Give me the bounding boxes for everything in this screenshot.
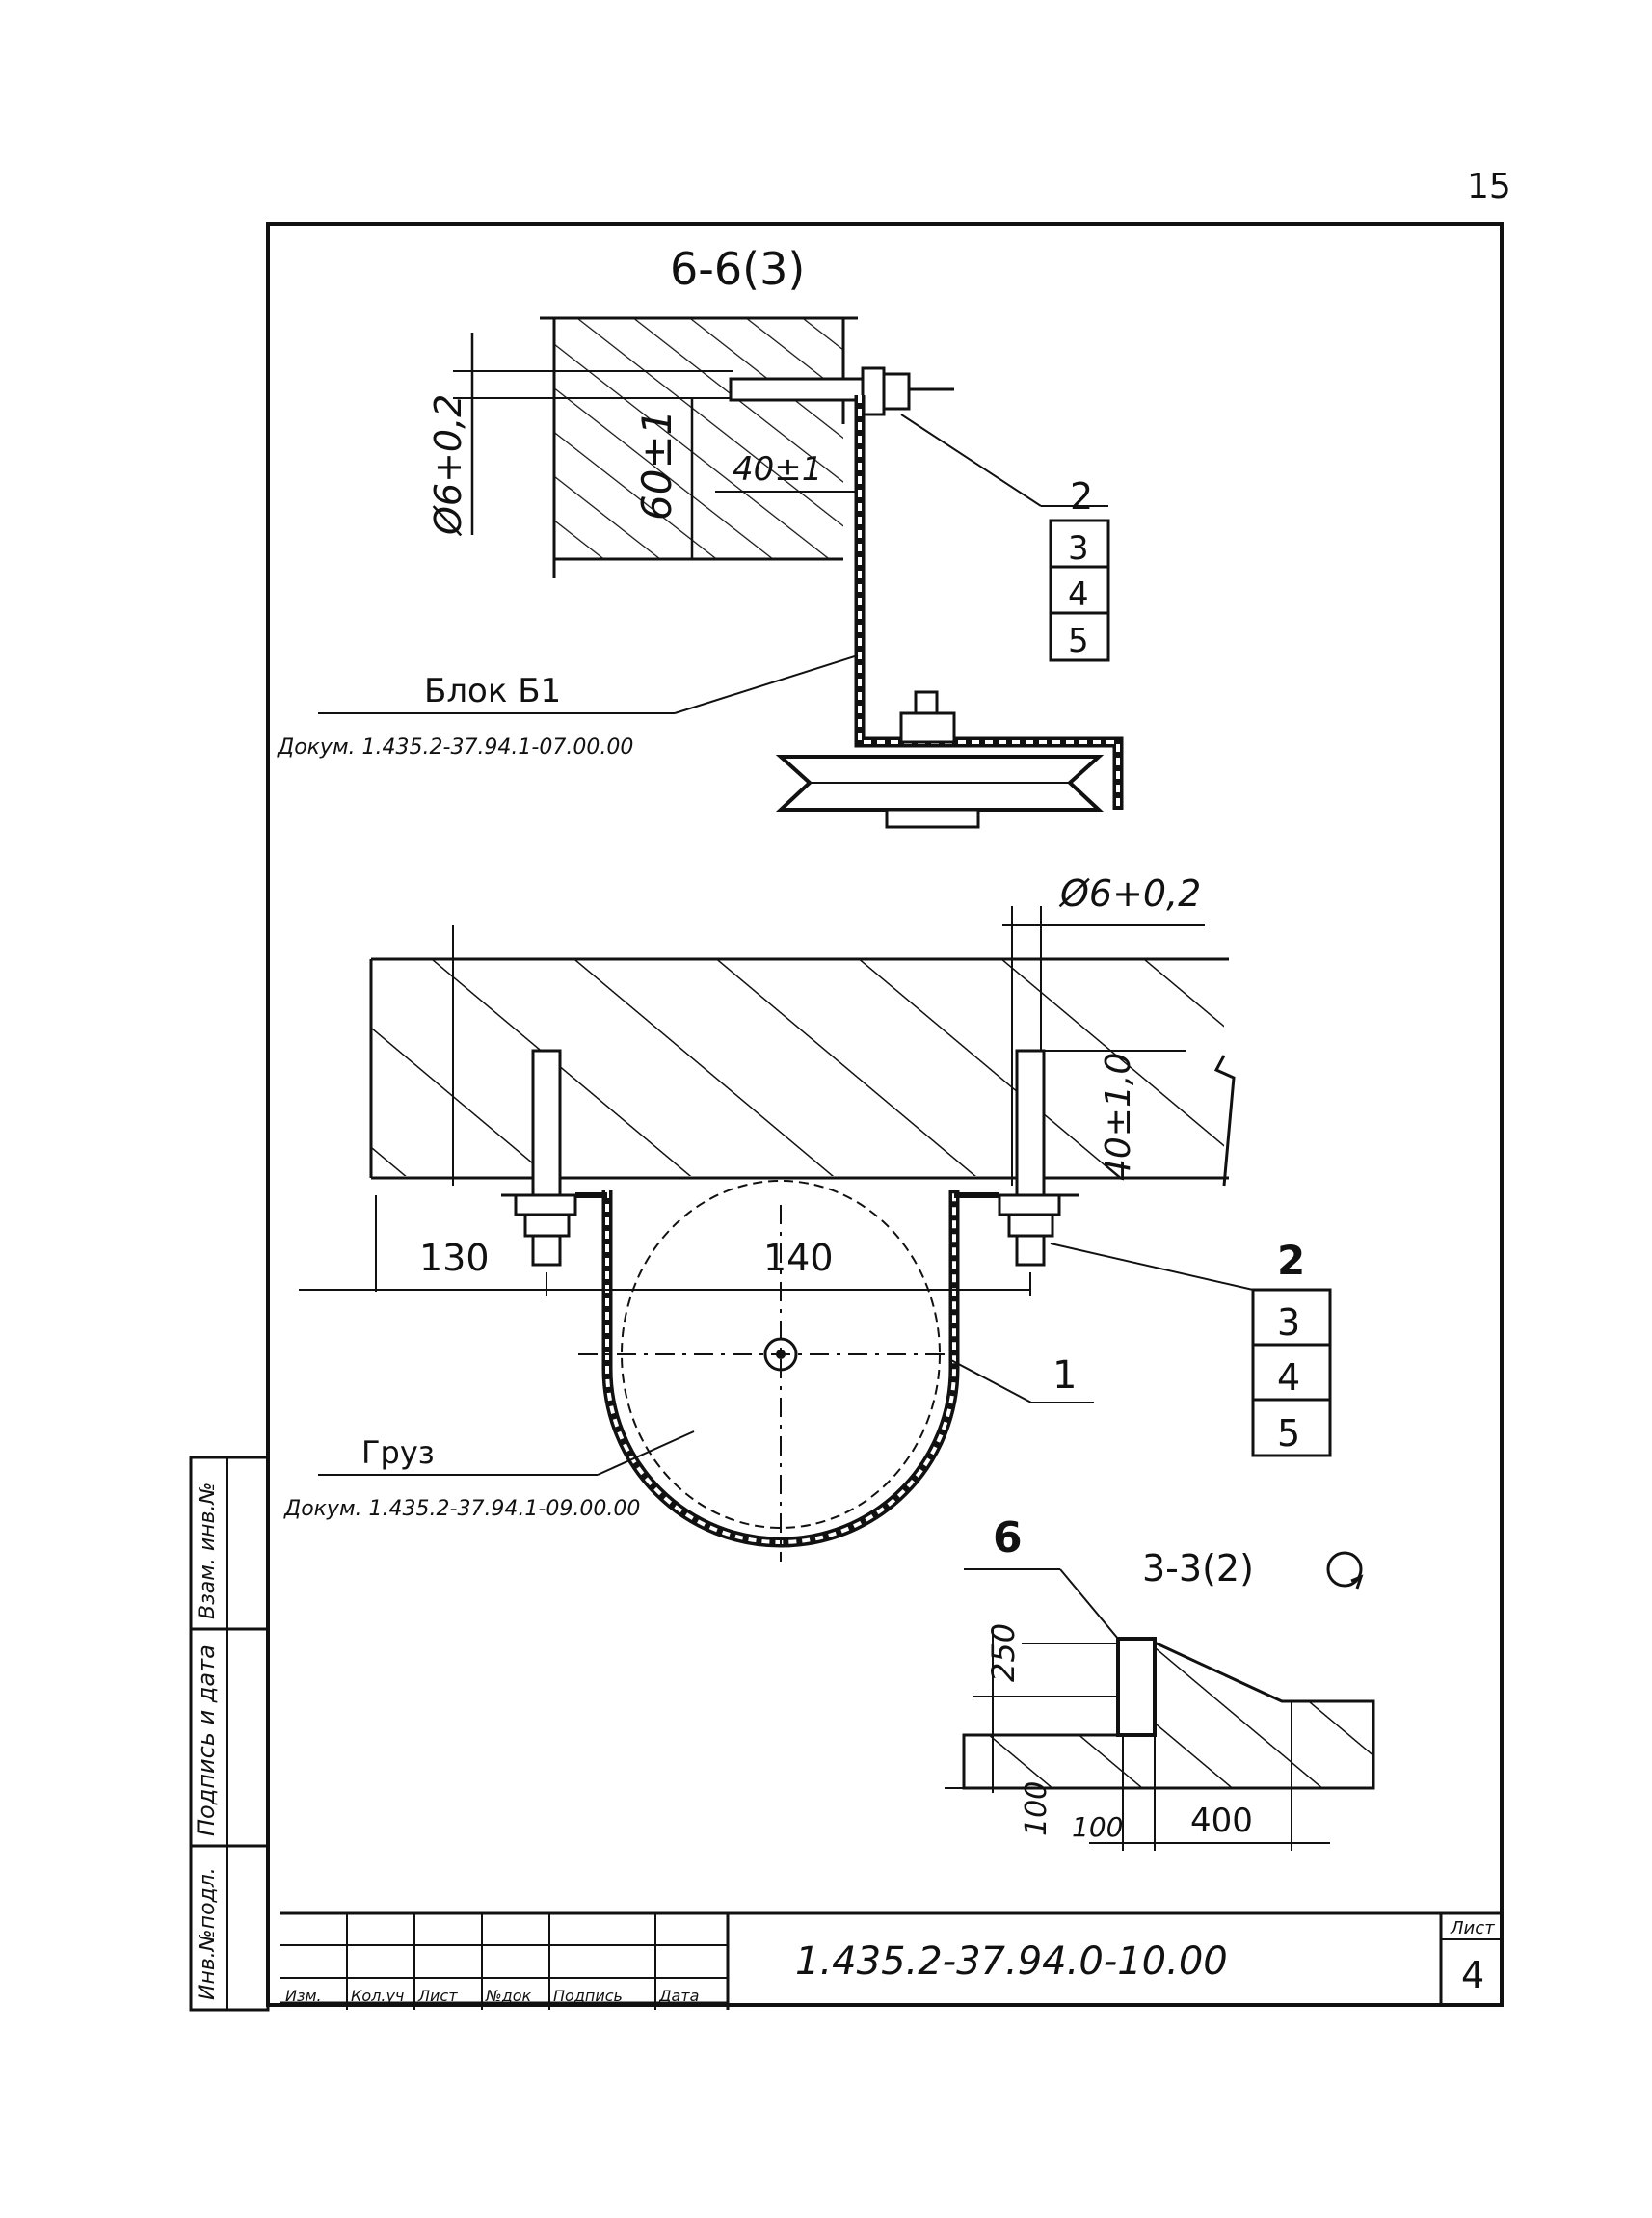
callout-top-3: 3: [1068, 529, 1089, 568]
stamp-signature-date: Подпись и дата: [193, 1644, 220, 1836]
stamp-vzam-inv: Взам. инв.№: [196, 1483, 220, 1619]
drawing-frame: [266, 222, 1504, 2007]
callout-middle-2: 2: [1277, 1237, 1305, 1284]
item-label-1: 1: [1052, 1353, 1077, 1398]
concrete-slab-middle: [371, 959, 1224, 1176]
callout-top-2: 2: [1070, 475, 1093, 518]
page-number: 15: [1467, 167, 1511, 206]
weight-disk: [578, 1180, 964, 1562]
dim-horizontal-small: 100: [1072, 1811, 1123, 1843]
weight-label: Груз: [361, 1434, 435, 1471]
callout-middle-5: 5: [1277, 1412, 1300, 1455]
sheet-number: 4: [1461, 1954, 1484, 1996]
callout-middle-4: 4: [1277, 1356, 1300, 1399]
dim-depth-top: 60±1: [633, 410, 680, 521]
callout-table-top: 2 3 4 5: [1049, 475, 1110, 662]
dim-left-middle: 130: [419, 1237, 490, 1279]
item-label-6: 6: [993, 1513, 1023, 1563]
side-stamp: Инв.№подл. Подпись и дата Взам. инв.№: [189, 1456, 270, 2012]
dim-diameter-top: Ø6+0,2: [427, 394, 469, 537]
stamp-inv-podl: Инв.№подл.: [196, 1867, 220, 2000]
sheet-label: Лист: [1450, 1918, 1495, 1938]
section-title-top: 6-6(3): [670, 243, 805, 295]
title-block: Изм. Кол.уч Лист №док Подпись Дата 1.435…: [280, 1911, 1504, 2010]
pulley-block: [775, 690, 1105, 829]
dim-height-bottom: 250: [985, 1623, 1022, 1682]
callout-top-5: 5: [1068, 622, 1089, 660]
header-podpis: Подпись: [553, 1987, 623, 2005]
dim-vertical-small: 100: [1020, 1781, 1053, 1836]
concrete-slab-top: [554, 318, 843, 559]
rotation-icon: [1326, 1551, 1363, 1588]
header-list: Лист: [417, 1987, 458, 2005]
section-3-3: 6 3-3(2) 250 100 100 400: [945, 1513, 1375, 1851]
header-ndok: №док: [485, 1987, 531, 2005]
dim-diameter-middle: Ø6+0,2: [1058, 872, 1201, 915]
anchor-bolt-left: [501, 1049, 598, 1267]
header-izm: Изм.: [285, 1987, 322, 2005]
section-middle: Ø6+0,2 40±1,0: [283, 872, 1332, 1562]
document-number: 1.435.2-37.94.0-10.00: [795, 1939, 1228, 1984]
header-data: Дата: [658, 1987, 699, 2005]
block-doc: Докум. 1.435.2-37.94.1-07.00.00: [277, 735, 633, 760]
ground-profile: [962, 1642, 1375, 1790]
callout-middle-3: 3: [1277, 1301, 1300, 1344]
callout-top-4: 4: [1068, 575, 1089, 614]
dim-width-middle: 140: [763, 1237, 834, 1279]
anchor-bolt-top: [729, 377, 872, 402]
section-title-bottom: 3-3(2): [1142, 1547, 1254, 1590]
dim-embed-top: 40±1: [733, 450, 822, 489]
section-6-6: 6-6(3) Ø6+0,2 60±1 40±1: [277, 243, 1124, 829]
block-label: Блок Б1: [424, 672, 561, 710]
curb-block: [1116, 1637, 1157, 1737]
dim-length-bottom: 400: [1190, 1802, 1253, 1840]
dim-embed-middle: 40±1,0: [1099, 1053, 1138, 1181]
callout-table-middle: 2 3 4 5: [1251, 1237, 1332, 1457]
weight-doc: Докум. 1.435.2-37.94.1-09.00.00: [283, 1497, 640, 1521]
header-kol-uch: Кол.уч: [351, 1987, 404, 2005]
